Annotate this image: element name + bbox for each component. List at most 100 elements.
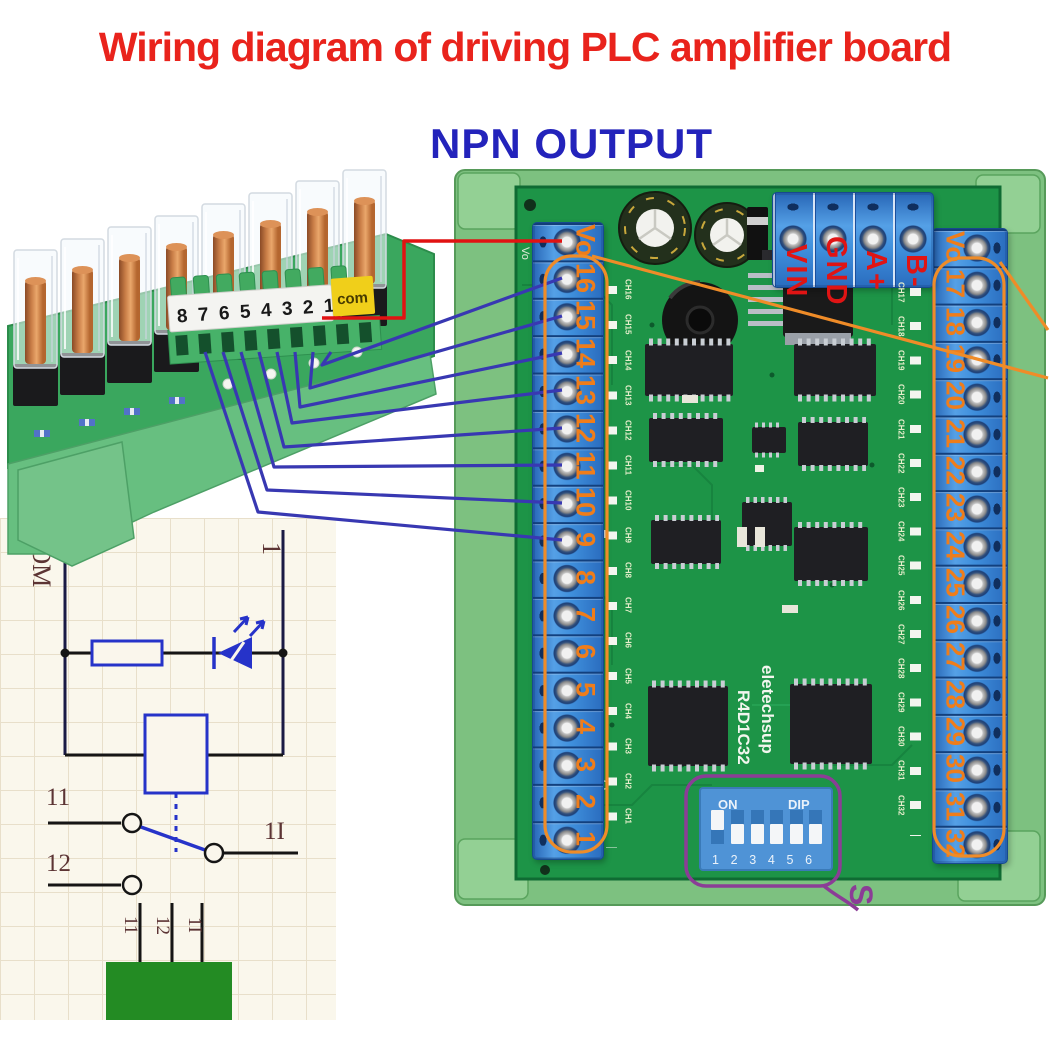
channel-label: CH11 [623, 455, 633, 476]
channel-label: CH5 [623, 667, 633, 684]
channel-label: CH14 [623, 349, 633, 370]
terminal-label: 31 [940, 791, 971, 821]
right-terminal-labels: Vo 17 18 19 20 21 22 23 24 25 26 27 28 29 30 31 32 [938, 228, 972, 862]
terminal-label: 23 [940, 493, 971, 523]
led-arrow [232, 615, 250, 634]
terminal-label: 9 [570, 532, 601, 548]
terminal-label: 20 [940, 381, 971, 411]
mounting-hole [540, 865, 550, 875]
dip-numbers: 1 2 3 4 5 6 [712, 853, 816, 867]
contact-nc-terminal [121, 874, 143, 896]
terminal-label: 26 [940, 605, 971, 635]
channel-label: CH2 [623, 772, 633, 789]
schematic-terminal-label: 11 [120, 915, 141, 935]
terminal-label: 29 [940, 717, 971, 746]
pwr-led [755, 465, 764, 472]
terminal-label: 10 [570, 487, 601, 518]
channel-label: CH10 [623, 489, 633, 511]
terminal-label: 8 [570, 569, 601, 585]
channel-label: CH3 [623, 737, 633, 754]
channel-label: CH27 [896, 623, 906, 645]
contact-common-terminal [203, 842, 225, 864]
resistor-symbol [90, 639, 164, 667]
terminal-label: 13 [570, 375, 601, 406]
channel-label: CH16 [623, 279, 633, 300]
page-title: Wiring diagram of driving PLC amplifier … [98, 24, 952, 70]
channel-label: CH24 [896, 521, 906, 542]
channel-label: CH22 [896, 452, 906, 474]
dip-s-label: S [843, 884, 879, 906]
channel-leds-right [910, 288, 921, 836]
channel-label: CH15 [623, 314, 633, 335]
power-pin-label: A+ [860, 250, 892, 293]
terminal-label: 27 [940, 642, 971, 672]
channel-label: CH28 [896, 657, 906, 679]
terminal-label: 22 [940, 455, 971, 485]
channel-label: CH9 [623, 527, 633, 544]
channel-label: CH30 [896, 726, 906, 747]
terminal-label: 18 [940, 306, 971, 336]
channel-label: CH12 [623, 419, 633, 441]
terminal-label: 28 [940, 679, 971, 709]
terminal-label: 7 [570, 607, 601, 623]
din-rail-clip [17, 441, 135, 567]
terminal-label: 30 [940, 754, 971, 784]
com-terminal-label: com [337, 289, 369, 308]
relay-schematic [0, 518, 336, 1020]
terminal-label: 5 [570, 681, 601, 697]
led-highlight [226, 641, 246, 666]
channel-label: CH4 [623, 702, 633, 719]
diode [747, 207, 768, 260]
relay-module-board: 8 7 6 5 4 3 2 1 com [7, 169, 437, 567]
terminal-label: 17 [940, 269, 971, 299]
channel-label: CH8 [623, 562, 633, 579]
channel-label: CH6 [623, 632, 633, 649]
junction-dot [60, 648, 70, 658]
switch-arm [140, 825, 206, 852]
terminal-label: 1 [570, 831, 601, 847]
terminal-label: 24 [940, 530, 971, 560]
channel-label: CH31 [896, 760, 906, 781]
terminal-label: 11 [570, 450, 601, 480]
channel-label: CH21 [896, 418, 906, 440]
junction-dot [278, 648, 288, 658]
dip-dip-label: DIP [788, 797, 810, 812]
terminal-label: 16 [570, 263, 601, 294]
terminal-label: 12 [570, 412, 601, 443]
terminal-label: Vo [940, 231, 971, 263]
relay-coil-symbol [143, 713, 209, 795]
terminal-label: 19 [940, 344, 971, 373]
electrolytic-capacitor [618, 191, 692, 265]
terminal-label: 6 [570, 644, 601, 660]
channel-label: CH26 [896, 589, 906, 610]
mounting-hole [524, 199, 536, 211]
channel-label: CH32 [896, 794, 906, 816]
channel-label: CH29 [896, 692, 906, 713]
terminal-label: 32 [940, 828, 971, 858]
schematic-terminal-label: 1I [184, 917, 205, 933]
model-silk-label: R4D1C32 [734, 690, 753, 765]
channel-label: CH18 [896, 316, 906, 337]
schematic-output-label: 1 [257, 542, 286, 555]
channel-label: CH19 [896, 350, 906, 371]
npn-output-label: NPN OUTPUT [430, 120, 713, 167]
terminal-label: 21 [940, 418, 971, 448]
channel-label: CH20 [896, 384, 906, 405]
dip-on-label: ON [718, 797, 738, 812]
terminal-label: 25 [940, 567, 971, 597]
channel-label: CH13 [623, 384, 633, 406]
schematic-drawing [48, 530, 298, 1020]
channel-label: CH1 [623, 807, 633, 824]
power-pin-label: VIN [780, 244, 812, 299]
terminal-label: 2 [570, 794, 601, 810]
terminal-label: 3 [570, 756, 601, 772]
terminal-label: 4 [570, 719, 601, 735]
dip-switch: ON DIP 1 2 3 4 5 6 [699, 787, 833, 871]
terminal-label: 15 [570, 300, 601, 331]
terminal-block-symbol [106, 962, 232, 1020]
channel-label: CH7 [623, 597, 633, 614]
